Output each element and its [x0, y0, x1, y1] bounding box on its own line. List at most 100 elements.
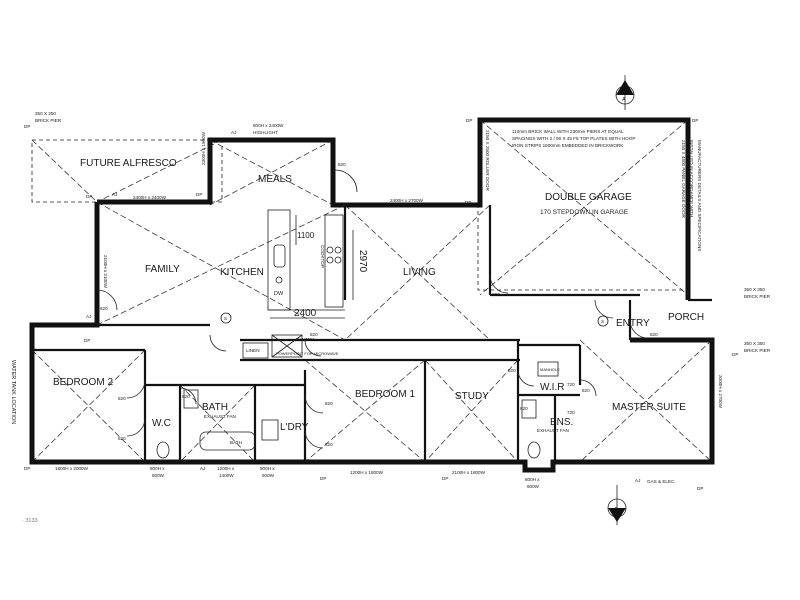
dp-aj-markers: DP AJ DP AJ DP DP DP DP AJ DP DP AJ DP D…: [24, 118, 738, 491]
win-ldry-w: 600W: [262, 473, 275, 478]
label-study: STUDY: [455, 391, 489, 402]
wc-toilet: [156, 441, 170, 459]
label-bath: BATH: [202, 402, 228, 413]
win-living-top: 2400H x 2700W: [390, 198, 424, 203]
label-gas-elec: GAS & ELEC.: [647, 479, 676, 484]
win-master: 2000H x 2700W: [718, 375, 723, 409]
door-width-labels: 820 820 820 820 820 820 820 820 820 820 …: [100, 162, 658, 447]
dp-marker: DP: [84, 338, 90, 343]
label-ens: ENS.: [550, 417, 573, 428]
aj-marker: AJ: [86, 314, 91, 319]
label-linen: LINEN: [246, 348, 260, 353]
section-label-a-bottom: A: [614, 507, 618, 513]
garage-door-right-1: 2150 X 4800 PANEL GARAGE DOOR: [681, 140, 686, 219]
ens-vanity: [521, 399, 537, 419]
label-living: LIVING: [403, 267, 436, 278]
dp-marker: DP: [320, 476, 326, 481]
label-future-alfresco: FUTURE ALFRESCO: [80, 158, 177, 169]
garage-note-3: IRON STRIPS 1800mm EMBEDDED IN BRICKWORK: [512, 143, 624, 148]
dp-marker: DP: [465, 200, 471, 205]
garage-door-right-3: MANUFACTURERS DETAILS AND SPECIFICATIONS: [697, 140, 702, 251]
dishwasher-label: DW: [274, 291, 284, 297]
label-exhaust-fan-bath: EXHAUST FAN: [204, 414, 236, 419]
aj-marker: AJ: [231, 130, 236, 135]
cooktop-label: COOKTOP: [320, 245, 325, 268]
win-bed2: 1800H x 2000W: [55, 466, 89, 471]
pier-tl-type: BRICK PIER: [35, 118, 62, 123]
dp-marker: DP: [196, 192, 202, 197]
door-width-820: 820: [582, 388, 590, 393]
label-master-suite: MASTER SUITE: [612, 402, 686, 413]
label-entry: ENTRY: [616, 318, 650, 329]
win-meals-left: 2300H x 1900W: [201, 131, 206, 165]
win-wc-h: 800H x: [150, 466, 165, 471]
linen-cupboard: [242, 342, 269, 359]
label-porch: PORCH: [668, 312, 704, 323]
pier-r2-size: 350 X 350: [744, 341, 765, 346]
label-pantry: PANTRY: [296, 337, 314, 342]
door-width-820: 820: [325, 442, 333, 447]
kitchen-island: [267, 209, 345, 311]
section-label-a: A: [622, 97, 626, 103]
section-marker-bottom: A: [607, 485, 627, 525]
win-ens-w: 600W: [527, 484, 540, 489]
door-width-820: 820: [325, 401, 333, 406]
label-wc: W.C: [152, 418, 171, 429]
garage-note-1: 110mm BRICK WALL WITH 230mm PIERS AT EQU…: [512, 129, 624, 134]
dp-marker: DP: [466, 118, 472, 123]
dp-marker: DP: [24, 124, 30, 129]
aj-marker: AJ: [200, 466, 205, 471]
pier-tl-size: 350 X 350: [35, 111, 56, 116]
smoke-detectors: S S: [220, 312, 609, 327]
door-width-820: 820: [650, 332, 658, 337]
door-width-720: 720: [567, 410, 575, 415]
door-width-820: 820: [508, 368, 516, 373]
ens-toilet: [527, 441, 541, 459]
footnote: · 3133: [22, 518, 38, 524]
pier-r2-type: BRICK PIER: [744, 348, 771, 353]
win-wc-w: 600W: [152, 473, 165, 478]
label-bath-fixture: BATH: [230, 440, 242, 445]
section-marker-top: A: [615, 75, 635, 110]
label-manhole: MANHOLE: [540, 367, 560, 372]
label-bedroom-1: BEDROOM 1: [355, 389, 415, 400]
pier-r1-size: 350 X 350: [744, 287, 765, 292]
door-width-820: 820: [520, 406, 528, 411]
label-kitchen: KITCHEN: [220, 267, 264, 278]
svg-text:S: S: [224, 316, 227, 321]
win-ens-h: 800H x: [525, 477, 540, 482]
aj-marker: AJ: [112, 192, 117, 197]
door-width-820: 820: [118, 436, 126, 441]
bath-tub: [199, 431, 256, 451]
win-ldry-h: 900H x: [260, 466, 275, 471]
bath-vanity: [183, 389, 199, 409]
aj-marker: AJ: [635, 478, 640, 483]
win-alfresco: 2400H x 2400W: [133, 195, 167, 200]
garage-door-left: 2150 X 2500 ROLLER DOOR: [485, 130, 490, 191]
dimension-lines: [270, 215, 354, 319]
door-width-820: 820: [492, 292, 500, 297]
label-pantry-note: POWERPOINT FOR MICROWAVE: [276, 351, 339, 356]
dp-marker: DP: [86, 194, 92, 199]
label-exhaust-fan-ens: EXHAUST FAN: [537, 428, 569, 433]
garage-door-right-2: INSTALLED IN ACCORDANCE WITH: [689, 140, 694, 217]
door-width-820: 820: [338, 162, 346, 167]
dp-marker: DP: [692, 118, 698, 123]
dp-marker: DP: [24, 466, 30, 471]
label-garage-step: 170 STEPDOWN IN GARAGE: [540, 209, 629, 216]
doors: [96, 169, 649, 449]
room-diagonals: [31, 119, 713, 463]
label-laundry: L'DRY: [280, 422, 309, 433]
door-width-820: 820: [118, 396, 126, 401]
door-width-720: 720: [567, 382, 575, 387]
dim-2970: 2970: [357, 250, 368, 273]
label-meals: MEALS: [258, 174, 292, 185]
win-bath-w: 1400W: [219, 473, 234, 478]
label-bedroom-2: BEDROOM 2: [53, 377, 113, 388]
pier-r1-type: BRICK PIER: [744, 294, 771, 299]
highlight-window-size: 800H x 2400W: [253, 123, 284, 128]
door-width-820: 820: [182, 394, 190, 399]
garage-note-2: SPACINGS WITH 2 / 90 X 45 F5 TOP PLATES …: [512, 136, 635, 141]
label-family: FAMILY: [145, 264, 180, 275]
